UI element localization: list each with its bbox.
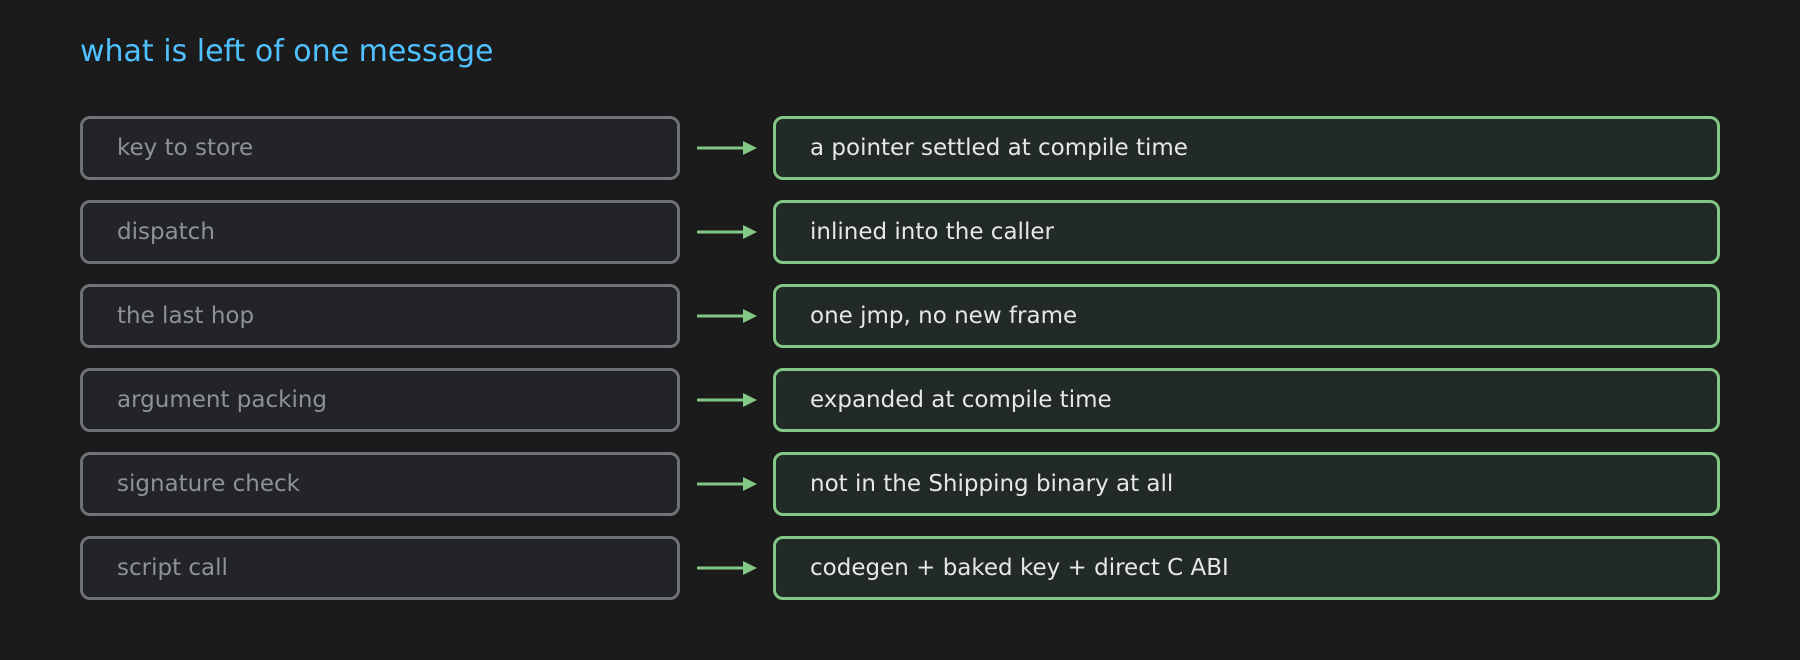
mapping-list: key to store a pointer settled at compil…: [80, 116, 1720, 620]
after-box: not in the Shipping binary at all: [773, 452, 1720, 516]
arrow-right-icon: [697, 309, 757, 323]
before-box: script call: [80, 536, 680, 600]
arrow-right-icon: [697, 477, 757, 491]
after-box: inlined into the caller: [773, 200, 1720, 264]
arrow-right-icon: [697, 225, 757, 239]
before-box: key to store: [80, 116, 680, 180]
mapping-row: argument packing expanded at compile tim…: [80, 368, 1720, 436]
page-title: what is left of one message: [80, 34, 494, 69]
mapping-row: dispatch inlined into the caller: [80, 200, 1720, 268]
arrow-right-icon: [697, 393, 757, 407]
before-box: the last hop: [80, 284, 680, 348]
mapping-row: key to store a pointer settled at compil…: [80, 116, 1720, 184]
after-box: one jmp, no new frame: [773, 284, 1720, 348]
after-box: expanded at compile time: [773, 368, 1720, 432]
mapping-row: signature check not in the Shipping bina…: [80, 452, 1720, 520]
after-box: a pointer settled at compile time: [773, 116, 1720, 180]
arrow-right-icon: [697, 141, 757, 155]
mapping-row: the last hop one jmp, no new frame: [80, 284, 1720, 352]
before-box: signature check: [80, 452, 680, 516]
mapping-row: script call codegen + baked key + direct…: [80, 536, 1720, 604]
before-box: dispatch: [80, 200, 680, 264]
arrow-right-icon: [697, 561, 757, 575]
after-box: codegen + baked key + direct C ABI: [773, 536, 1720, 600]
before-box: argument packing: [80, 368, 680, 432]
